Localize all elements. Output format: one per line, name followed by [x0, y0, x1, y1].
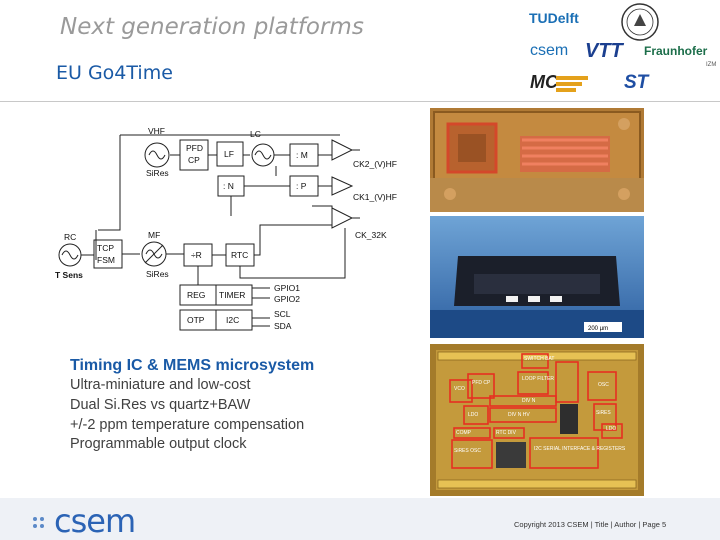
diagram-label-sires-top: SiRes	[146, 168, 169, 178]
die-label-loop-filter: LOOP FILTER	[522, 376, 554, 382]
diagram-label-div-n: : N	[223, 181, 234, 191]
vtt-logo: VTT	[585, 40, 623, 62]
footer-brand-logo: csem	[54, 502, 136, 540]
diagram-label-cp: CP	[188, 155, 200, 165]
die-label-switch-bat: SWITCH BAT	[524, 356, 554, 362]
die-label-sires-osc: SiRES OSC	[454, 448, 481, 454]
die-label-pfd-cp: PFD CP	[472, 380, 491, 386]
slide-subtitle: EU Go4Time	[56, 62, 173, 84]
diagram-label-ck1: CK1_(V)HF	[353, 192, 397, 202]
tudelft-logo: TUDelft	[529, 10, 579, 26]
caption-bullet: Ultra-miniature and low-cost	[70, 377, 251, 393]
die-label-div-n: DIV N	[522, 398, 536, 404]
diagram-label-i2c: I2C	[226, 315, 239, 325]
diagram-label-mf: MF	[148, 230, 160, 240]
die-label-sires: SiRES	[596, 410, 611, 416]
die-label-comp: COMP	[456, 430, 472, 436]
die-label-rtc-div: RTC DIV	[496, 430, 517, 436]
diagram-label-gpio2: GPIO2	[274, 294, 300, 304]
diagram-label-t-sens: T Sens	[55, 270, 83, 280]
caption-bullet: Programmable output clock	[70, 436, 247, 452]
csem-partner-logo: csem	[530, 42, 569, 59]
diagram-label-gpio1: GPIO1	[274, 283, 300, 293]
scale-bar-label: 200 µm	[588, 326, 608, 332]
mc-logo-stripes-icon	[556, 76, 588, 92]
diagram-label-div-r: ÷R	[191, 250, 202, 260]
diagram-label-pfd: PFD	[186, 143, 203, 153]
caption-title: Timing IC & MEMS microsystem	[70, 357, 315, 374]
mc-logo: MC	[530, 72, 558, 92]
slide-title: Next generation platforms	[60, 14, 364, 40]
footer-band	[0, 498, 720, 540]
university-seal-icon	[621, 3, 659, 41]
package-cross-section-photo: 200 µm	[430, 216, 644, 338]
mems-resonator-photo	[430, 108, 644, 212]
diagram-label-lc: LC	[250, 129, 261, 139]
diagram-label-timer: TIMER	[219, 290, 245, 300]
st-logo: ST	[624, 72, 649, 93]
die-label-ldo-2: LDO	[606, 426, 616, 432]
diagram-label-div-m: : M	[296, 150, 308, 160]
diagram-label-ck32k: CK_32K	[355, 230, 387, 240]
diagram-label-reg: REG	[187, 290, 205, 300]
caption-bullet: +/-2 ppm temperature compensation	[70, 417, 305, 433]
die-label-osc: OSC	[598, 382, 609, 388]
footer-copyright: Copyright 2013 CSEM | Title | Author | P…	[514, 520, 667, 529]
diagram-label-vhf: VHF	[148, 126, 165, 136]
diagram-label-rc: RC	[64, 232, 76, 242]
diagram-label-div-p: : P	[296, 181, 307, 191]
fraunhofer-logo: Fraunhofer	[644, 44, 708, 58]
die-label-div-n-hv: DIV N HV	[508, 412, 530, 418]
diagram-label-sires-bottom: SiRes	[146, 269, 169, 279]
ic-die-photo: SWITCH BAT LOOP FILTER PFD CP VCO DIV N …	[430, 344, 644, 496]
die-label-i2c-serial: I2C SERIAL INTERFACE & REGISTERS	[534, 446, 626, 452]
header-divider	[0, 101, 720, 102]
diagram-label-sda: SDA	[274, 321, 292, 331]
diagram-label-lf: LF	[224, 149, 234, 159]
diagram-label-ck2: CK2_(V)HF	[353, 159, 397, 169]
die-label-ldo: LDO	[468, 412, 478, 418]
fraunhofer-sub-label: IZM	[706, 62, 717, 68]
diagram-label-tcp: TCP	[97, 243, 114, 253]
diagram-label-scl: SCL	[274, 309, 291, 319]
csem-footer-dots-icon	[33, 517, 44, 528]
die-label-vco: VCO	[454, 386, 465, 392]
diagram-label-rtc: RTC	[231, 250, 248, 260]
diagram-label-otp: OTP	[187, 315, 205, 325]
caption-bullet: Dual Si.Res vs quartz+BAW	[70, 397, 251, 413]
timing-ic-block-diagram: VHF PFD CP LF LC : M : N : P SiRes CK2_(…	[55, 126, 397, 331]
diagram-label-fsm: FSM	[97, 255, 115, 265]
